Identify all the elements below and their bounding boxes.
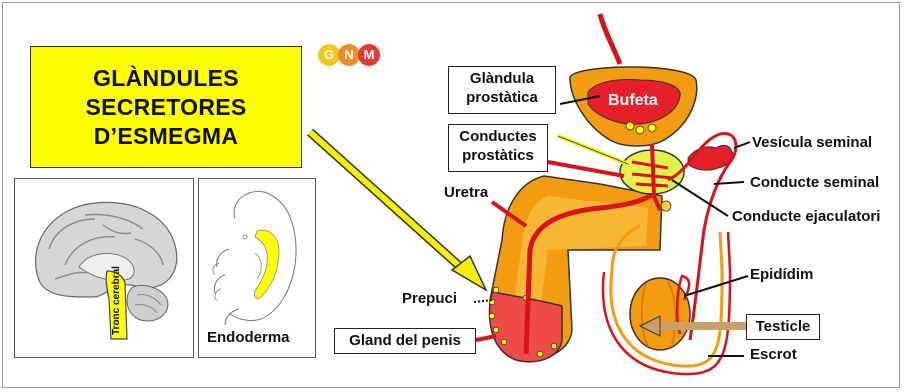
ejaculatory-duct-label: Conducte ejaculatori xyxy=(732,208,880,225)
epididymis-label: Epidídim xyxy=(750,266,813,283)
prostate-ducts-label: Conductes prostàtics xyxy=(448,124,548,172)
testicle-label: Testicle xyxy=(746,314,820,340)
seminal-vesicle-label: Vesícula seminal xyxy=(752,134,872,151)
foreskin-label: Prepuci xyxy=(402,290,457,307)
urethra-label: Uretra xyxy=(444,184,488,201)
bladder-label: Bufeta xyxy=(608,92,658,110)
scrotum-label: Escrot xyxy=(750,346,797,363)
glans-label: Gland del penis xyxy=(334,328,476,354)
seminal-duct-label: Conducte seminal xyxy=(750,174,879,191)
ureter xyxy=(600,14,620,64)
prostate-gland-label: Glàndula prostàtica xyxy=(448,66,556,114)
testicle xyxy=(630,278,690,350)
